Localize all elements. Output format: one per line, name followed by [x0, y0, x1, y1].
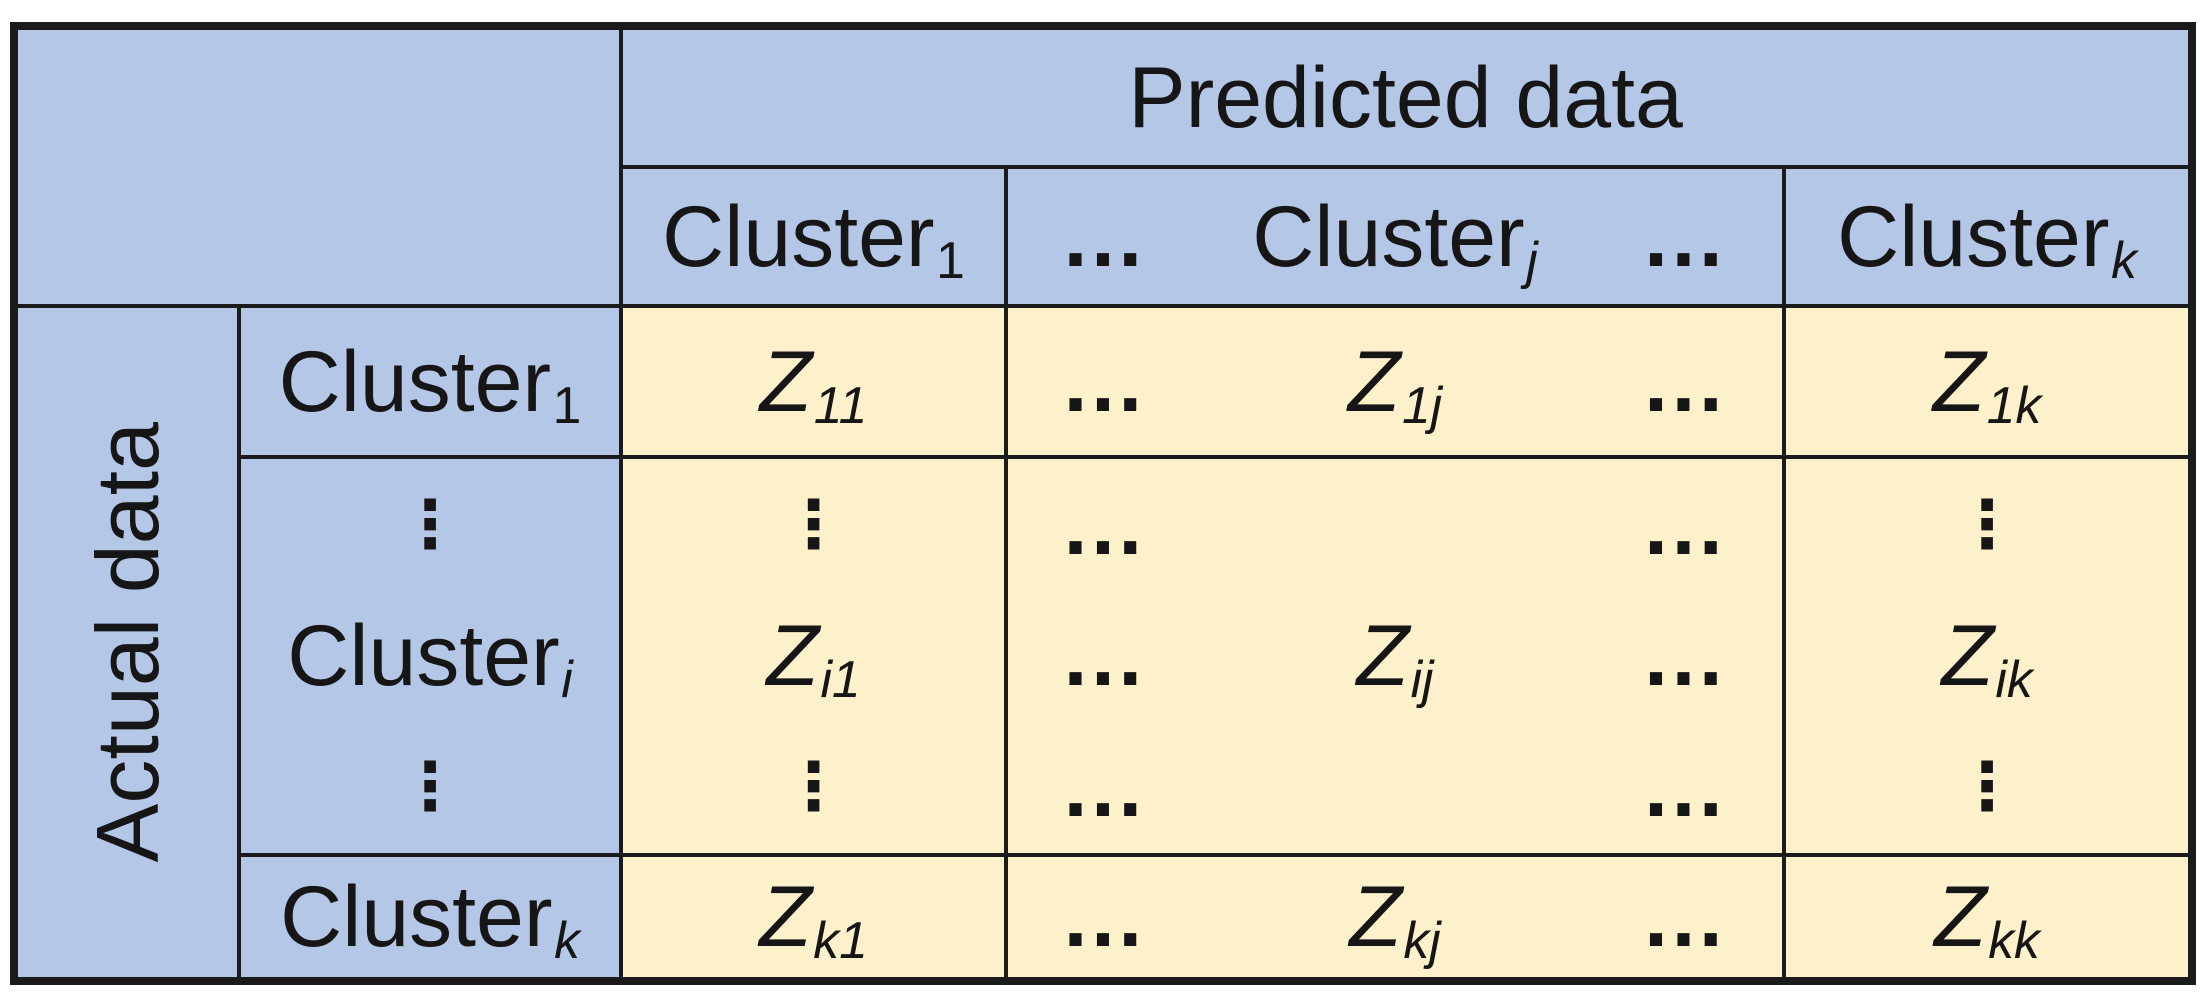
horizontal-ellipsis: …: [1640, 476, 1730, 573]
cell-zik: ⋮ Zik ⋮: [1786, 459, 2188, 853]
corner-cell: [18, 30, 619, 304]
horizontal-ellipsis: …: [1640, 869, 1730, 965]
horizontal-ellipsis: …: [1060, 607, 1150, 704]
cell-z1j: … Z1j …: [1008, 308, 1782, 455]
cell-zij-value: Zij: [1356, 607, 1434, 709]
horizontal-ellipsis: …: [1060, 188, 1150, 285]
horizontal-ellipsis: …: [1060, 869, 1150, 965]
actual-data-header: Actual data: [18, 308, 237, 977]
horizontal-ellipsis: …: [1640, 739, 1730, 836]
col-header-cluster-1: Cluster1: [623, 169, 1004, 304]
row-header-cluster-i-label: Clusteri: [287, 607, 573, 709]
cell-zij: … … … Zij … … …: [1008, 459, 1782, 853]
row-header-cluster-k-label: Clusterk: [280, 869, 580, 970]
cell-zi1: ⋮ Zi1 ⋮: [623, 459, 1004, 853]
cell-zik-value: Zik: [1941, 607, 2033, 709]
cell-z11-value: Z11: [759, 333, 868, 434]
horizontal-ellipsis: …: [1640, 607, 1730, 704]
vertical-ellipsis: ⋮: [780, 485, 847, 563]
row-header-cluster-i: ⋮ Clusteri ⋮: [241, 459, 619, 853]
actual-data-label: Actual data: [77, 422, 177, 863]
horizontal-ellipsis: …: [1640, 333, 1730, 430]
cell-zkk-value: Zkk: [1934, 869, 2040, 970]
vertical-ellipsis: ⋮: [397, 748, 463, 826]
cell-z1k-value: Z1k: [1932, 333, 2042, 434]
cell-z11: Z11: [623, 308, 1004, 455]
row-header-cluster-1-label: Cluster1: [278, 333, 582, 434]
col-header-cluster-k-label: Clusterk: [1837, 188, 2137, 289]
predicted-data-header: Predicted data: [623, 30, 2188, 165]
cell-zkj-value: Zkj: [1349, 869, 1441, 970]
horizontal-ellipsis: …: [1060, 476, 1150, 573]
cell-zk1: Zk1: [623, 857, 1004, 977]
col-header-cluster-1-label: Cluster1: [662, 188, 965, 289]
horizontal-ellipsis: …: [1060, 739, 1150, 836]
confusion-matrix-table: Predicted data Cluster1 … Clusterj … Clu…: [10, 22, 2196, 985]
horizontal-ellipsis: …: [1640, 188, 1730, 285]
col-header-cluster-j-label: Clusterj: [1252, 188, 1538, 289]
row-header-cluster-1: Cluster1: [241, 308, 619, 455]
horizontal-ellipsis: …: [1060, 333, 1150, 430]
cell-z1j-value: Z1j: [1347, 333, 1443, 434]
vertical-ellipsis: ⋮: [1954, 485, 2020, 563]
row-header-cluster-k: Clusterk: [241, 857, 619, 977]
cell-zk1-value: Zk1: [759, 869, 868, 970]
vertical-ellipsis: ⋮: [1954, 748, 2020, 826]
vertical-ellipsis: ⋮: [780, 748, 847, 826]
col-header-cluster-j: … Clusterj …: [1008, 169, 1782, 304]
cell-zkk: Zkk: [1786, 857, 2188, 977]
vertical-ellipsis: ⋮: [397, 485, 463, 563]
cell-z1k: Z1k: [1786, 308, 2188, 455]
col-header-cluster-k: Clusterk: [1786, 169, 2188, 304]
predicted-data-label: Predicted data: [1128, 49, 1683, 146]
cell-zi1-value: Zi1: [766, 607, 861, 709]
cell-zkj: … Zkj …: [1008, 857, 1782, 977]
